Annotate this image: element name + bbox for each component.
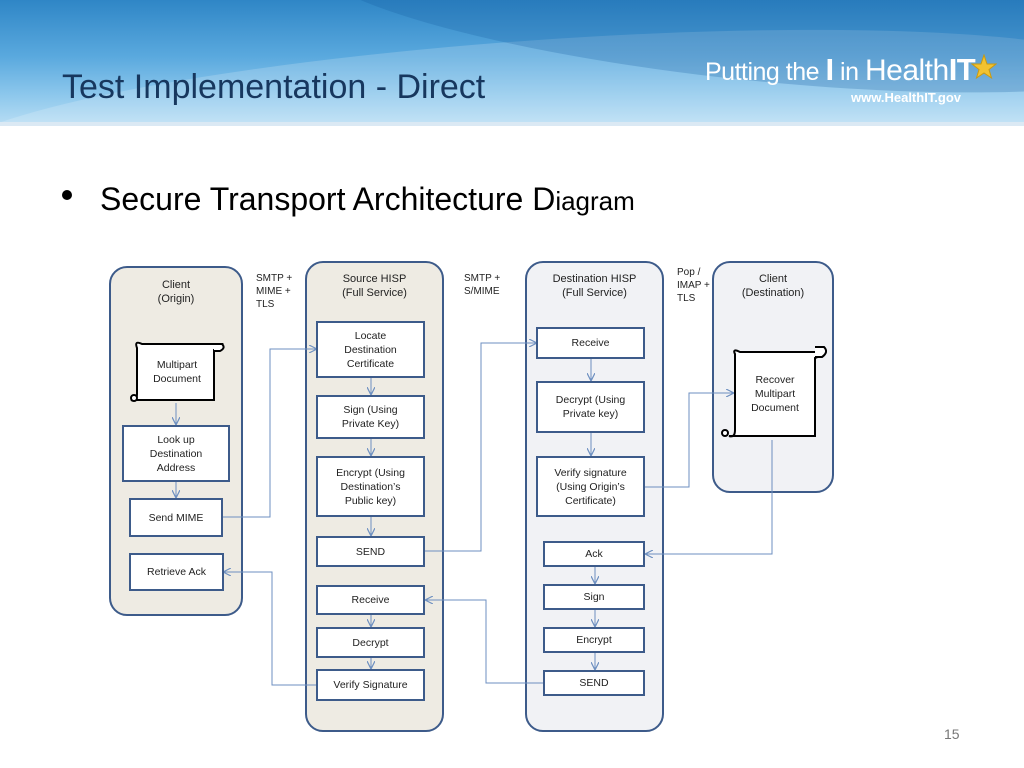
column-heading: Client (Destination) (741, 273, 805, 299)
sign-box: Sign (543, 584, 645, 610)
slide-title: Test Implementation - Direct (62, 68, 486, 106)
protocol-label: Pop / IMAP + TLS (677, 267, 710, 304)
verify-signature-box: Verify signature (Using Origin’s Certifi… (536, 456, 645, 517)
encrypt-box: Encrypt (543, 627, 645, 653)
page-number: 15 (944, 726, 960, 742)
send-box: SEND (543, 670, 645, 696)
decrypt-box: Decrypt (316, 627, 425, 658)
star-icon (971, 54, 997, 80)
locate-certificate-box: Locate Destination Certificate (316, 321, 425, 378)
document-scroll-icon (130, 341, 225, 402)
bullet-text: Secure Transport Architecture Diagram (100, 181, 635, 217)
document-scroll-icon (721, 346, 828, 438)
recover-document-label: Recover Multipart Document (751, 374, 799, 414)
verify-signature-box: Verify Signature (316, 669, 425, 701)
receive-box: Receive (536, 327, 645, 359)
header-divider (0, 122, 1024, 126)
ack-box: Ack (543, 541, 645, 567)
healthit-logo: Putting the I in HealthIT www.HealthIT.g… (705, 52, 1005, 112)
column-heading: Destination HISP (Full Service) (552, 273, 637, 299)
column-heading: Client (Origin) (157, 279, 195, 305)
encrypt-box: Encrypt (Using Destination’s Public key) (316, 456, 425, 517)
logo-url: www.HealthIT.gov (851, 90, 962, 105)
protocol-label: SMTP + MIME + TLS (256, 273, 293, 310)
send-mime-box: Send MIME (129, 498, 223, 537)
bullet-marker (62, 190, 72, 200)
send-box: SEND (316, 536, 425, 567)
logo-text: Putting the I in HealthIT (705, 52, 976, 87)
decrypt-box: Decrypt (Using Private key) (536, 381, 645, 433)
receive-box: Receive (316, 585, 425, 615)
sign-box: Sign (Using Private Key) (316, 395, 425, 439)
slide-header (0, 0, 1024, 126)
multipart-document-label: Multipart Document (153, 359, 201, 385)
protocol-label: SMTP + S/MIME (464, 273, 501, 297)
column-heading: Source HISP (Full Service) (342, 273, 407, 299)
lookup-address-box: Look up Destination Address (122, 425, 230, 482)
retrieve-ack-box: Retrieve Ack (129, 553, 224, 591)
